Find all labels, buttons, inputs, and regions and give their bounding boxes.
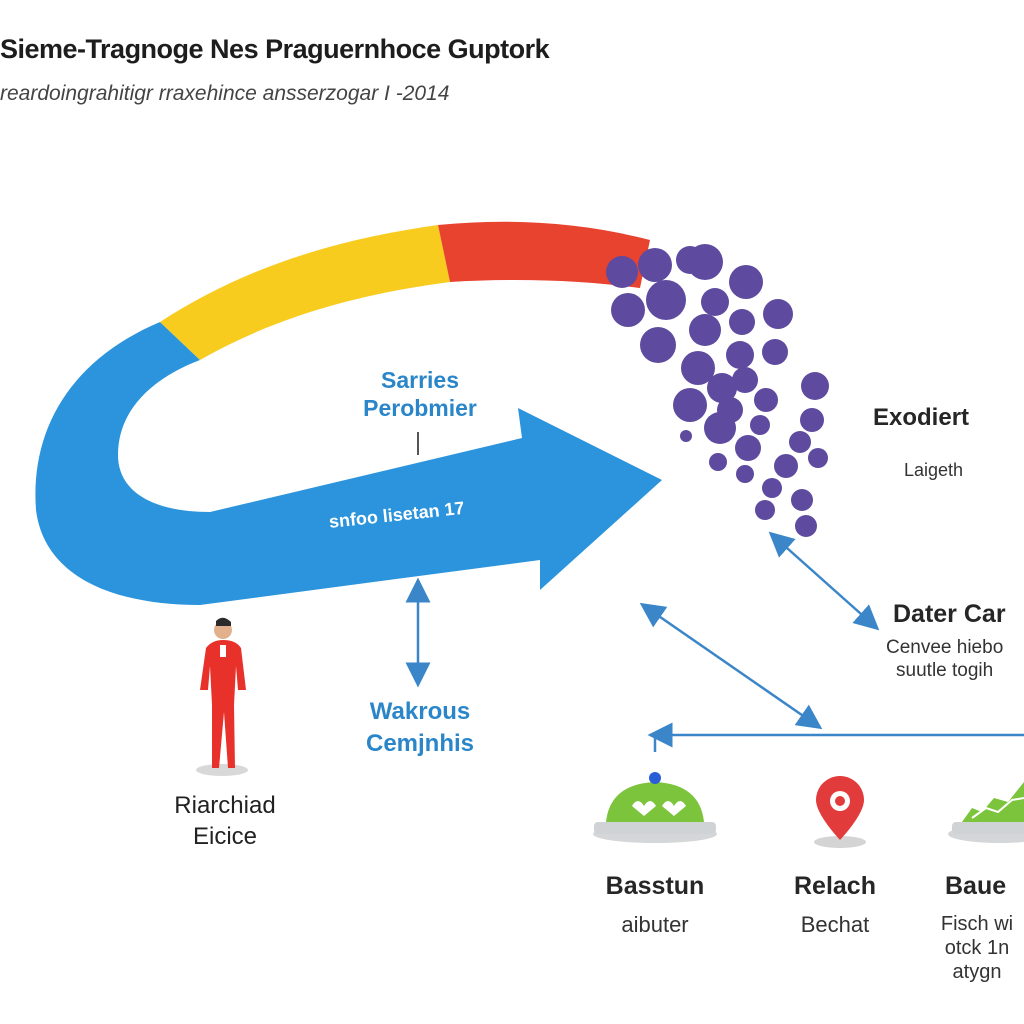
baue-icon <box>948 782 1024 843</box>
basstun-icon <box>593 772 717 843</box>
cycle-arrow <box>35 221 663 605</box>
center-label: Wakrous Cemjnhis <box>340 696 500 760</box>
relach-pin-icon <box>814 776 866 848</box>
item-sub-relach: Bechat <box>800 912 870 937</box>
item-sub-basstun: aibuter <box>621 912 689 937</box>
arrow-yellow-segment <box>160 225 450 360</box>
item-sub-baue-line1: Fisch wi <box>940 913 1014 935</box>
item-sub-baue: Fisch wi otck 1n atygn <box>930 912 1024 984</box>
dater-description: Cenvee hiebo suutle togih <box>886 636 1003 682</box>
exodiert-connector <box>768 531 880 631</box>
page-title: Sieme-Tragnoge Nes Praguernhoce Guptork <box>0 34 550 64</box>
dater-title: Dater Car <box>893 600 1006 628</box>
diagonal-connector <box>639 602 823 730</box>
item-sub-baue-line2: otck 1n <box>944 937 1010 959</box>
center-label-line1: Wakrous <box>369 698 471 725</box>
dater-line2: suutle togih <box>896 660 994 681</box>
person-name: Riarchiad Eicice <box>150 790 300 852</box>
person-name-line1: Riarchiad <box>174 792 276 819</box>
connectors <box>405 531 1024 752</box>
item-title-relach: Relach <box>794 872 876 900</box>
exodiert-subtitle: Laigeth <box>904 460 964 480</box>
person-name-line2: Eicice <box>192 823 258 850</box>
dater-line1: Cenvee hiebo <box>886 637 1004 658</box>
center-label-line2: Cemjnhis <box>365 730 475 757</box>
arrow-top-label-line1: Sarries <box>380 367 459 393</box>
arrow-top-label-line2: Perobmier <box>363 395 477 421</box>
arrow-top-label: Sarries Perobmier <box>340 366 500 422</box>
page-subtitle: reardoingrahitigr rraxehince ansserzogar… <box>0 82 450 105</box>
item-title-baue: Baue <box>945 872 1007 900</box>
exodiert-title: Exodiert <box>873 404 970 431</box>
person-figure <box>196 617 248 776</box>
particle-cloud <box>606 244 829 537</box>
arrow-blue-segment <box>35 322 663 605</box>
item-sub-baue-line3: atygn <box>952 961 1002 983</box>
arrow-red-segment <box>438 221 650 288</box>
item-title-basstun: Basstun <box>605 872 705 900</box>
